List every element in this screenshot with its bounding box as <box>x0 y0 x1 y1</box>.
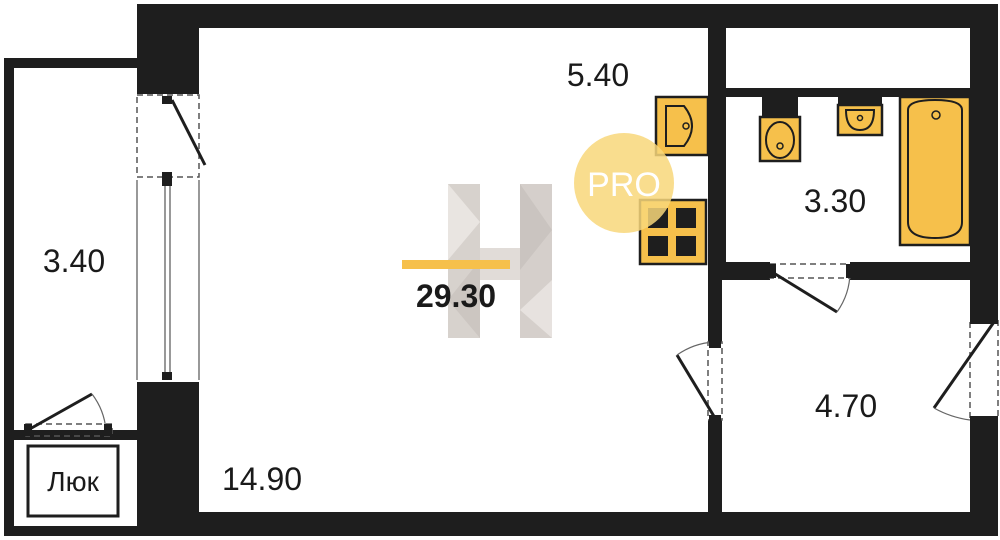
door-living-hall <box>675 340 723 423</box>
balcony-wall-mid <box>4 430 140 440</box>
door-balcony-lower <box>24 392 113 437</box>
wall-left-upper <box>137 4 199 94</box>
balcony-wall-bottom <box>4 526 140 536</box>
h-logo-icon <box>448 184 552 338</box>
wall-partition-lower <box>708 420 722 536</box>
wall-niche <box>726 88 972 97</box>
wall-partition-mid <box>708 270 722 342</box>
toilet <box>758 97 802 163</box>
balcony-wall-left <box>4 58 14 536</box>
walls <box>4 4 998 536</box>
total-area-bar <box>402 260 510 269</box>
bathroom-sink <box>836 97 884 137</box>
wall-partition-upper <box>708 4 726 274</box>
wall-bath-bottom-right <box>850 262 972 280</box>
wall-bottom <box>137 512 998 536</box>
kitchen-area-label: 5.40 <box>567 57 629 93</box>
pro-text: PRO <box>587 166 661 204</box>
pro-badge: PRO <box>574 133 674 233</box>
living-area-label: 14.90 <box>222 461 302 497</box>
door-balcony-upper <box>136 94 207 180</box>
wall-right <box>970 4 998 316</box>
wall-bath-bottom-left <box>722 262 770 280</box>
balcony-wall-top <box>4 58 140 68</box>
wall-top <box>137 4 998 28</box>
kitchen-sink <box>654 95 710 157</box>
door-entrance <box>932 316 999 424</box>
hall-area-label: 4.70 <box>815 388 877 424</box>
bathtub <box>898 95 972 247</box>
balcony-area-label: 3.40 <box>43 243 105 279</box>
total-area: 29.30 <box>416 278 496 314</box>
door-bathroom <box>768 263 854 314</box>
window-living <box>136 178 200 380</box>
wall-left-lower <box>137 382 199 536</box>
hatch-label: Люк <box>47 466 99 497</box>
bathroom-area-label: 3.30 <box>804 183 866 219</box>
hatch: Люк <box>26 444 120 518</box>
